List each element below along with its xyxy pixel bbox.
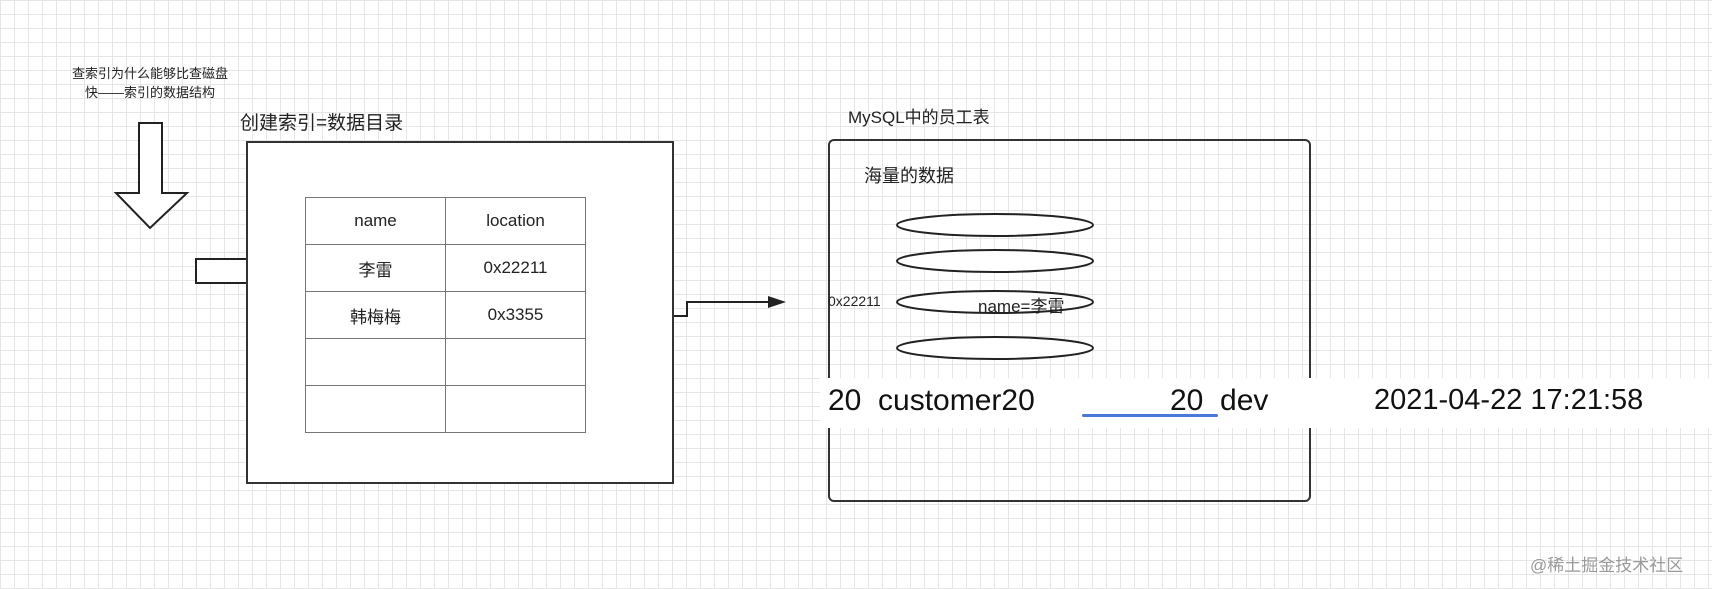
table-row — [305, 385, 586, 433]
index-panel-title: 创建索引=数据目录 — [240, 113, 404, 134]
pointer-arrowhead-icon — [768, 296, 786, 308]
cell-location — [445, 338, 586, 386]
cell-location: 0x22211 — [445, 244, 586, 292]
header-name: name — [305, 197, 446, 245]
index-table: name location 李雷 0x22211 韩梅梅 0x3355 — [305, 197, 586, 433]
cell-name — [305, 338, 446, 386]
watermark: @稀土掘金技术社区 — [1530, 556, 1684, 575]
data-strip-col-3: 2021-04-22 17:21:58 — [1374, 384, 1644, 416]
data-ellipse-4 — [896, 336, 1094, 360]
data-strip-col-2: 20 dev — [1170, 384, 1269, 417]
down-arrow-icon — [113, 122, 190, 230]
header-location: location — [445, 197, 586, 245]
employee-table-panel — [828, 139, 1311, 502]
question-note-line-1: 查索引为什么能够比查磁盘 — [71, 66, 228, 81]
table-header-row: name location — [305, 197, 586, 245]
data-ellipse-1 — [896, 213, 1094, 237]
table-row: 韩梅梅 0x3355 — [305, 291, 586, 339]
address-label: 0x22211 — [828, 293, 881, 309]
cell-name: 李雷 — [305, 244, 446, 292]
selection-underline — [1082, 414, 1218, 417]
question-note-line-2: 快——索引的数据结构 — [84, 85, 215, 100]
cell-location — [445, 385, 586, 433]
employee-table-title: MySQL中的员工表 — [848, 108, 990, 127]
data-strip — [820, 378, 1712, 428]
data-ellipse-3 — [896, 290, 1094, 314]
table-row — [305, 338, 586, 386]
question-note: 查索引为什么能够比查磁盘 快——索引的数据结构 — [45, 64, 255, 102]
cell-name: 韩梅梅 — [305, 291, 446, 339]
table-row: 李雷 0x22211 — [305, 244, 586, 292]
record-label: name=李雷 — [978, 297, 1065, 316]
data-strip-col-1: 20 customer20 — [828, 384, 1035, 417]
massive-data-label: 海量的数据 — [864, 166, 954, 186]
cell-name — [305, 385, 446, 433]
cell-location: 0x3355 — [445, 291, 586, 339]
data-ellipse-2 — [896, 249, 1094, 273]
